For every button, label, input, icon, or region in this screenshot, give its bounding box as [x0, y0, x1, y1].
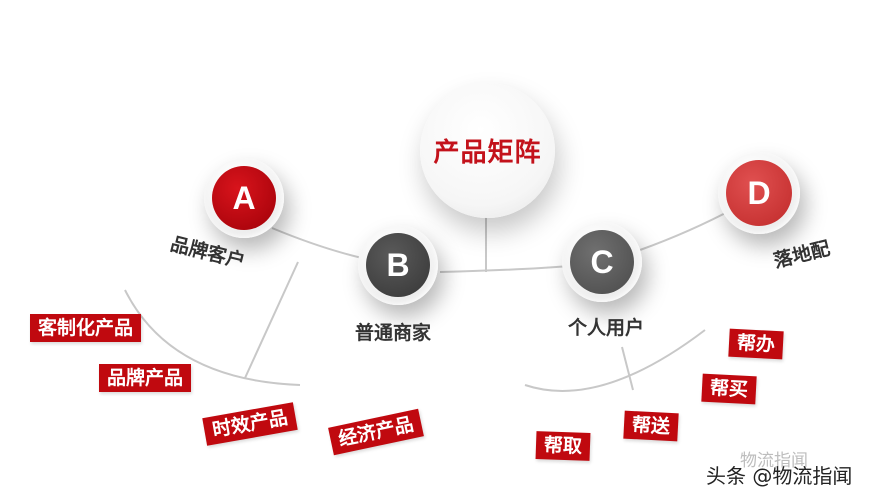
node-a-letter: A: [212, 166, 276, 230]
product-matrix-node: 产品矩阵: [420, 83, 555, 218]
node-b: B: [358, 225, 438, 305]
c-d-line: [639, 207, 736, 251]
tag-help-deliver: 帮送: [623, 410, 679, 442]
tag-help-buy: 帮买: [701, 373, 757, 405]
tag-custom-product: 客制化产品: [30, 314, 142, 342]
a-branch-line: [244, 261, 299, 379]
c-products-arc: [524, 329, 706, 392]
a-products-arc: [124, 289, 301, 386]
node-c: C: [562, 222, 642, 302]
tag-help-pickup: 帮取: [535, 431, 591, 461]
node-b-label: 普通商家: [355, 322, 432, 344]
watermark: 头条 @物流指闻: [706, 464, 853, 488]
center-title: 产品矩阵: [433, 138, 542, 168]
node-d: D: [718, 152, 800, 234]
node-c-label: 个人用户: [568, 317, 645, 339]
c-branch-line: [621, 346, 634, 391]
watermark-ghost: 物流指闻: [740, 451, 808, 471]
node-b-letter: B: [366, 233, 430, 297]
node-d-letter: D: [726, 160, 792, 226]
b-c-line: [439, 265, 571, 273]
node-a: A: [204, 158, 284, 238]
a-b-line: [271, 227, 363, 259]
tag-help-handle: 帮办: [728, 328, 784, 360]
tag-brand-product: 品牌产品: [99, 364, 192, 392]
node-c-letter: C: [570, 230, 634, 294]
